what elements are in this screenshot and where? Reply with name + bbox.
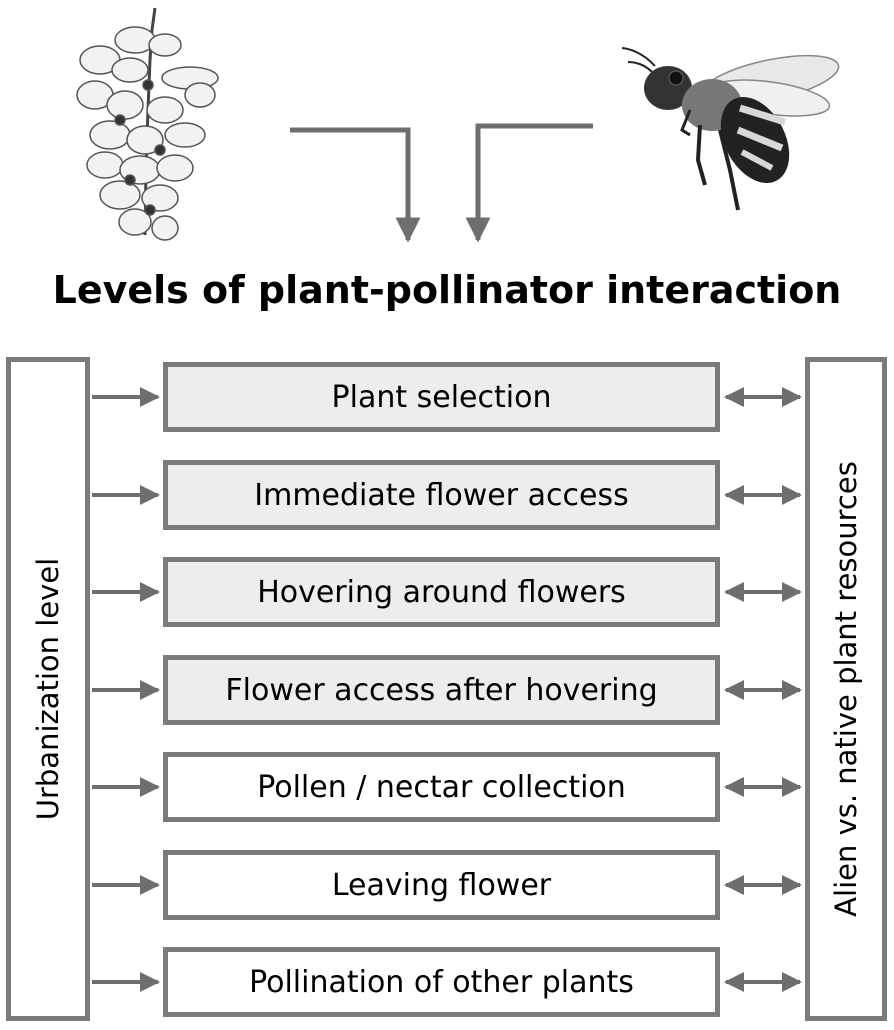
plant-to-title-arrow (290, 127, 421, 243)
level-box: Immediate flower access (163, 460, 720, 530)
urbanization-level-label: Urbanization level (31, 557, 65, 821)
plant-resources-label: Alien vs. native plant resources (829, 461, 863, 917)
level-box: Hovering around flowers (163, 557, 720, 627)
level-label: Flower access after hovering (225, 672, 658, 708)
plant-resources-box: Alien vs. native plant resources (805, 357, 887, 1021)
level-label: Hovering around flowers (257, 574, 626, 610)
diagram-title: Levels of plant-pollinator interaction (52, 268, 842, 312)
level-box: Pollen / nectar collection (163, 752, 720, 822)
level-box: Pollination of other plants (163, 947, 720, 1017)
level-box: Leaving flower (163, 850, 720, 920)
connector-arrows (92, 387, 802, 992)
level-box: Flower access after hovering (163, 655, 720, 725)
level-box: Plant selection (163, 362, 720, 432)
level-label: Pollination of other plants (249, 964, 634, 1000)
converging-arrows (290, 123, 593, 243)
level-label: Plant selection (331, 379, 552, 415)
level-label: Leaving flower (331, 867, 552, 903)
level-label: Immediate flower access (254, 477, 629, 513)
flower-cluster-illustration (76, 7, 219, 241)
pollinator-to-title-arrow (465, 123, 593, 243)
urbanization-level-box: Urbanization level (6, 357, 90, 1021)
level-label: Pollen / nectar collection (257, 769, 626, 805)
bee-illustration (621, 47, 840, 211)
